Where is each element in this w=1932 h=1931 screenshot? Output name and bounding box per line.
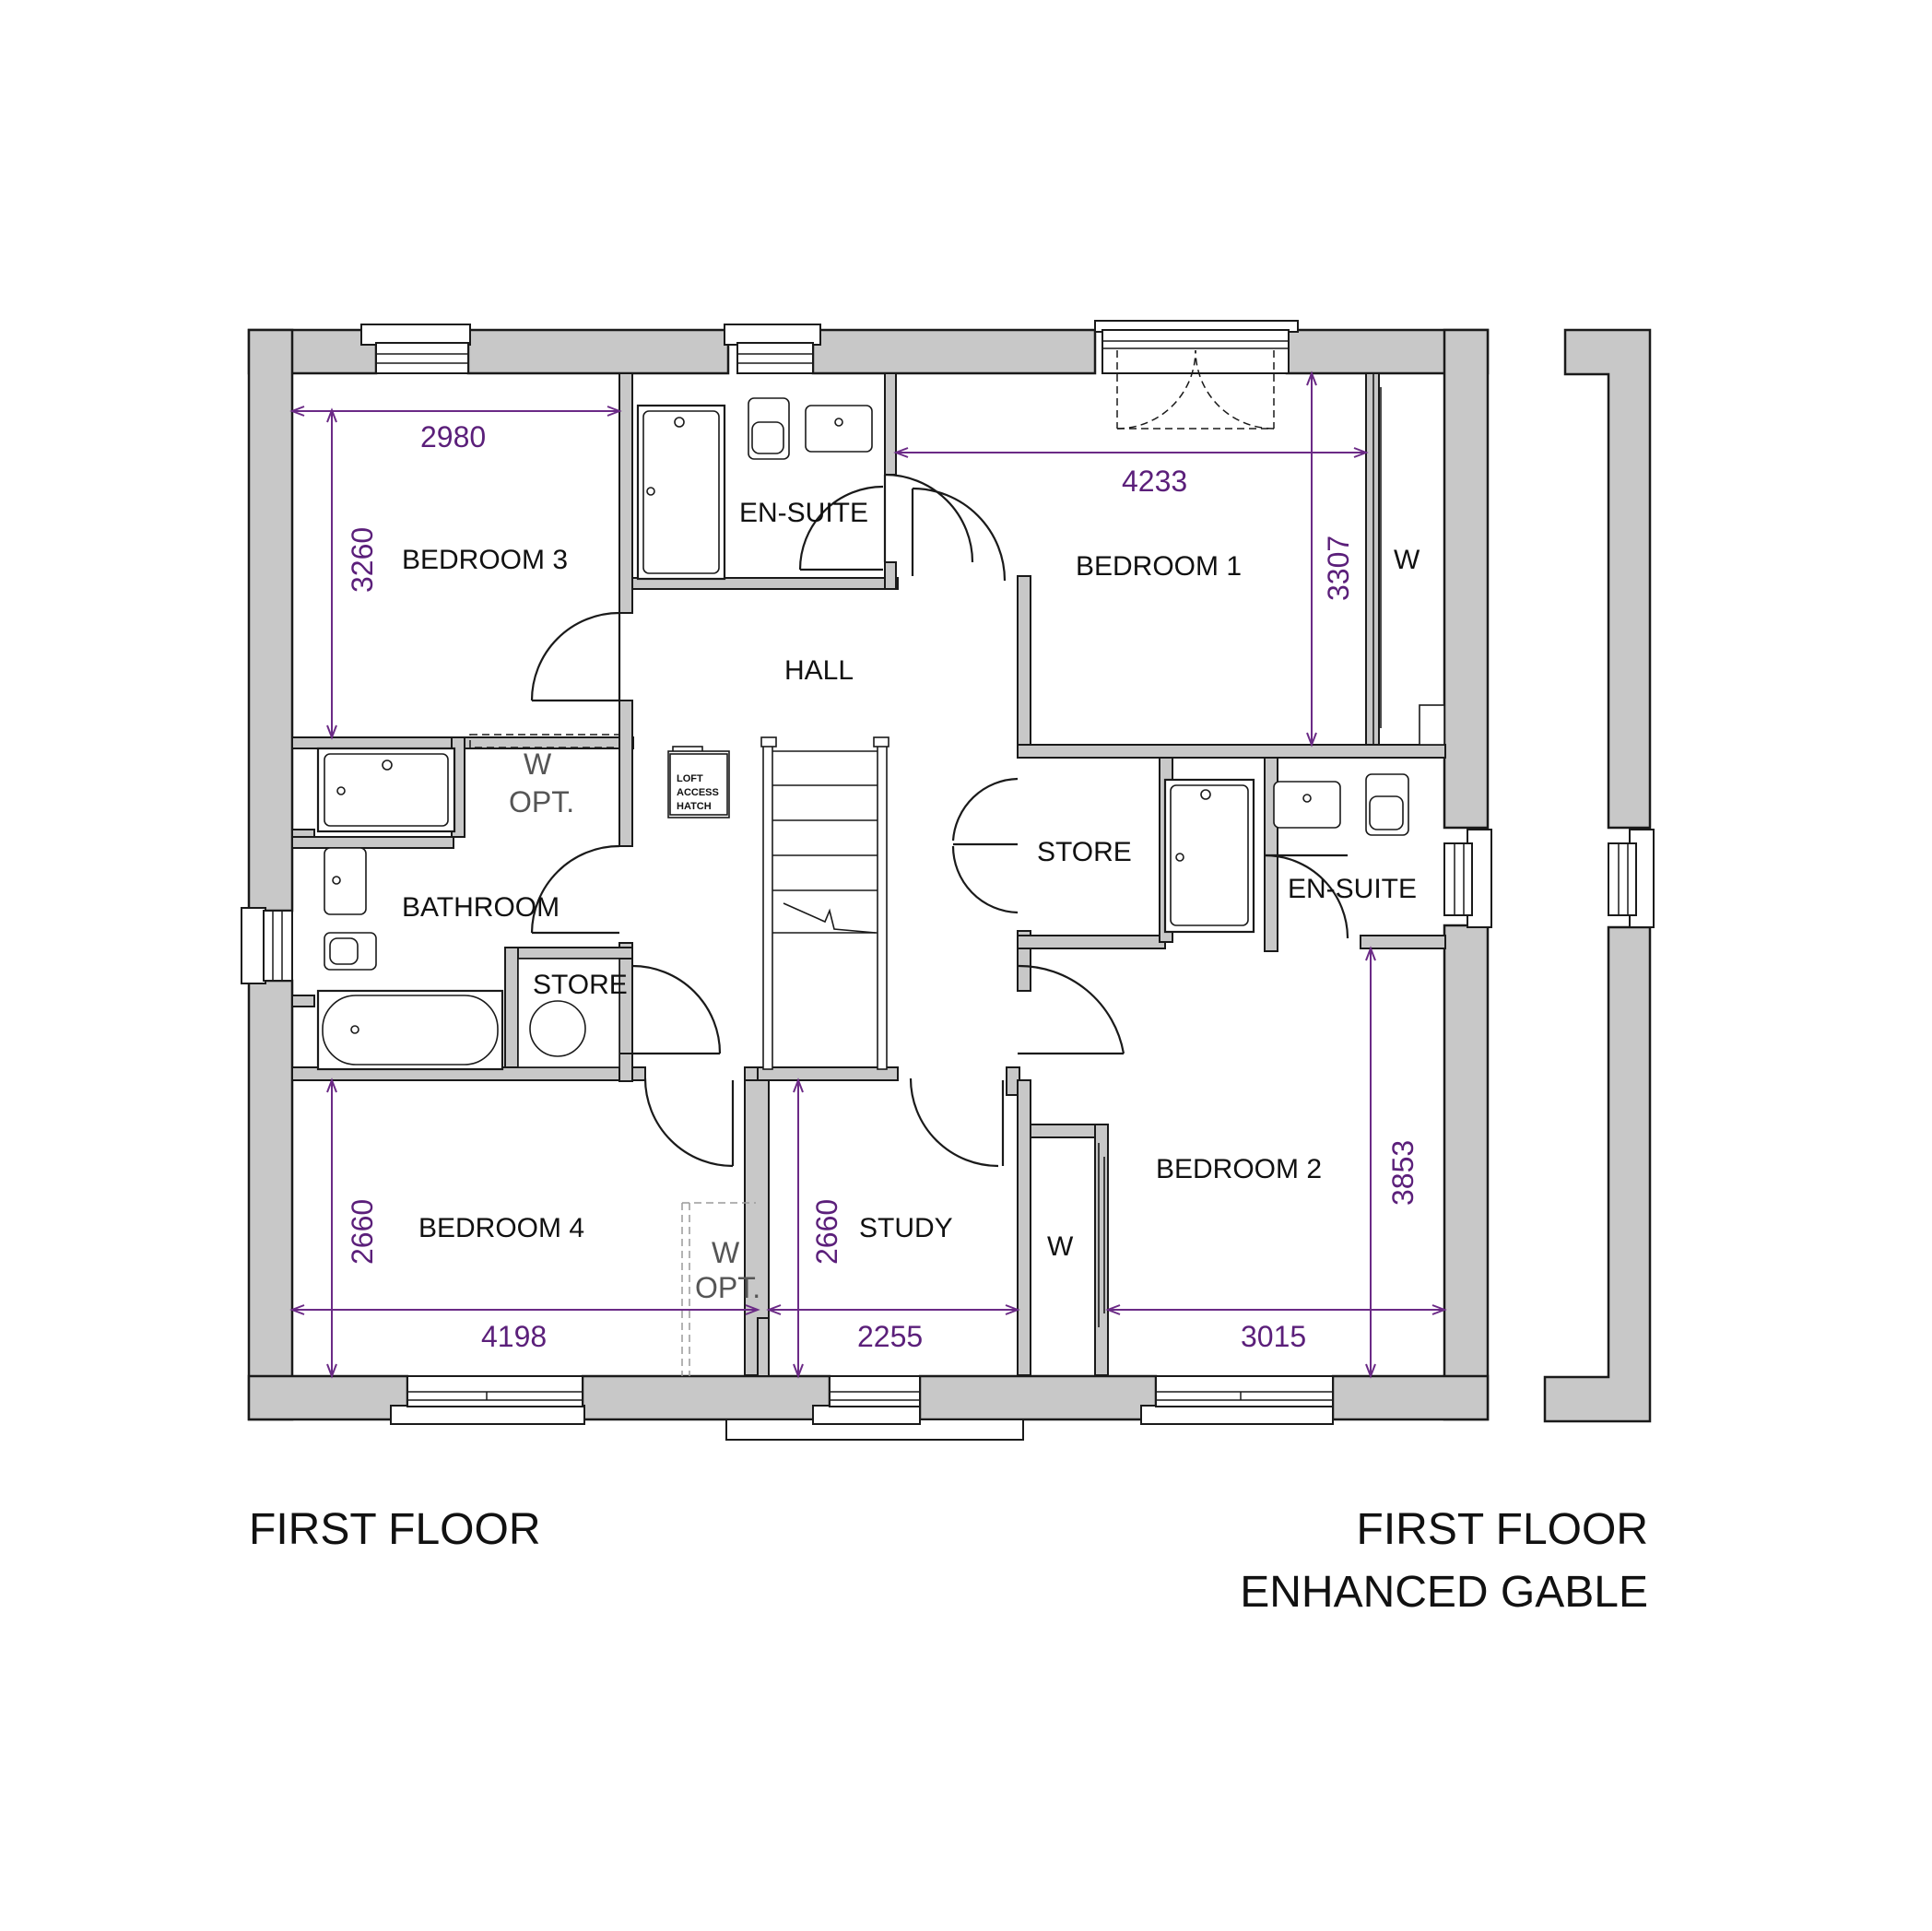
label-w-opt-bottom-opt: OPT. <box>695 1271 760 1304</box>
windows <box>241 320 1492 1441</box>
fixtures <box>316 373 1445 1376</box>
loft-hatch-line-2: ACCESS <box>677 787 719 798</box>
dim-bed1-depth: 3307 <box>1322 536 1355 601</box>
dim-study-width: 2255 <box>857 1320 923 1353</box>
doors <box>530 473 1349 1168</box>
dim-study-depth: 2660 <box>810 1199 843 1265</box>
label-store-mid: STORE <box>1037 837 1132 867</box>
label-store-bath: STORE <box>533 970 628 1000</box>
dim-bed3-width: 2980 <box>420 420 486 453</box>
caption-first-floor: FIRST FLOOR <box>249 1505 540 1554</box>
caption-enhanced-gable: ENHANCED GABLE <box>1240 1568 1648 1617</box>
label-bedroom-2: BEDROOM 2 <box>1156 1154 1322 1184</box>
label-bathroom: BATHROOM <box>402 892 560 923</box>
external-walls <box>247 328 1490 1421</box>
label-bedroom-4: BEDROOM 4 <box>418 1213 584 1243</box>
dimension-lines <box>289 371 1447 1379</box>
label-hall: HALL <box>784 655 854 686</box>
staircase <box>760 736 889 1070</box>
label-w-opt-top-w: W <box>524 748 552 781</box>
label-bedroom-1: BEDROOM 1 <box>1076 551 1242 582</box>
enhanced-gable-wall <box>1543 328 1655 1423</box>
label-ensuite-right: EN-SUITE <box>1288 874 1417 904</box>
dim-bed3-depth: 3260 <box>346 527 379 593</box>
label-wardrobe-bed1: W <box>1394 545 1420 575</box>
label-w-opt-top-opt: OPT. <box>509 785 574 818</box>
captions: FIRST FLOOR FIRST FLOOR ENHANCED GABLE <box>249 1505 1648 1617</box>
label-wardrobe-bed2: W <box>1047 1231 1074 1262</box>
loft-access-hatch: LOFT ACCESS HATCH <box>669 753 728 816</box>
label-ensuite-top: EN-SUITE <box>739 498 868 528</box>
dim-bed2-depth: 3853 <box>1386 1140 1420 1206</box>
dim-bed1-width: 4233 <box>1122 465 1187 498</box>
loft-hatch-line-3: HATCH <box>677 801 712 812</box>
dimension-labels: 2980 3260 4233 3307 4198 2660 2255 2660 … <box>346 420 1420 1353</box>
label-study: STUDY <box>859 1213 953 1243</box>
internal-walls <box>291 372 1446 1377</box>
dim-bed4-depth: 2660 <box>346 1199 379 1265</box>
label-w-opt-bottom-w: W <box>712 1236 740 1269</box>
dim-bed2-width: 3015 <box>1241 1320 1306 1353</box>
room-labels: BEDROOM 3 EN-SUITE BEDROOM 1 W HALL BATH… <box>402 498 1420 1304</box>
caption-first-floor-gable: FIRST FLOOR <box>1357 1505 1648 1554</box>
label-bedroom-3: BEDROOM 3 <box>402 545 568 575</box>
loft-hatch-line-1: LOFT <box>677 773 703 784</box>
dim-bed4-width: 4198 <box>481 1320 547 1353</box>
